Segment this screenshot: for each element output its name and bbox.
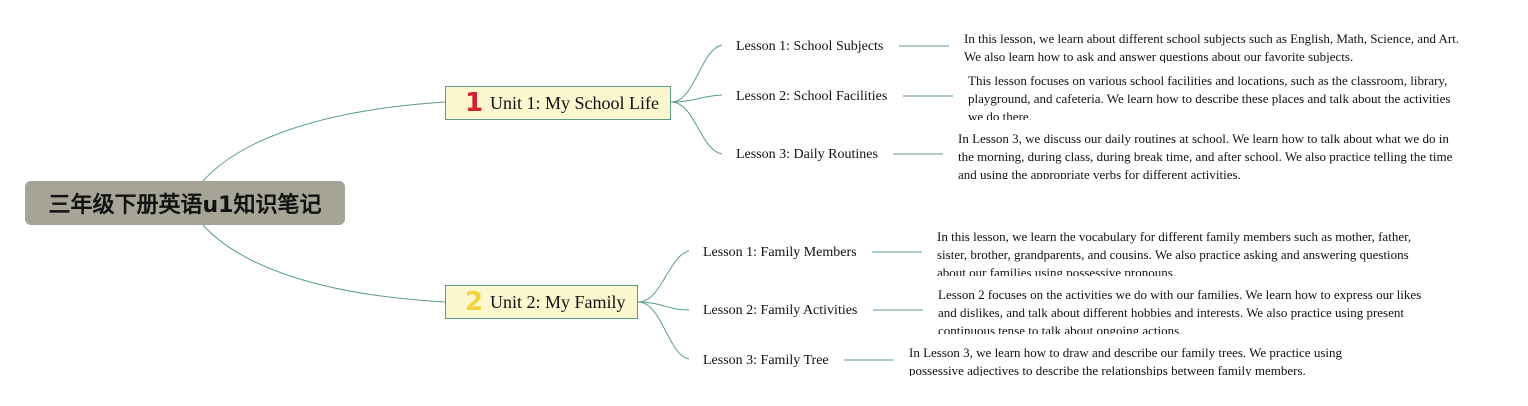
unit-1-lesson-3-description: In Lesson 3, we discuss our daily routin… xyxy=(958,131,1453,179)
unit-2-lesson-2-link xyxy=(637,301,690,311)
unit-2-lesson-2-description: Lesson 2 focuses on the activities we do… xyxy=(938,287,1422,334)
unit-1-lesson-3[interactable]: Lesson 3: Daily Routines xyxy=(736,147,878,162)
unit-1-lesson-2-description: This lesson focuses on various school fa… xyxy=(968,73,1451,120)
unit-2-lesson-1-link xyxy=(637,250,690,303)
unit-1-lesson-3-link xyxy=(670,101,723,155)
unit-2-title: Unit 2: My Family xyxy=(490,291,626,312)
root-to-unit-1-link xyxy=(202,101,446,182)
unit-1-lesson-2[interactable]: Lesson 2: School Facilities xyxy=(736,89,888,104)
unit-2-topic[interactable]: 2 Unit 2: My Family xyxy=(445,285,638,319)
root-title: 三年级下册英语u1知识笔记 xyxy=(48,193,322,218)
unit-2-number-marker: 2 xyxy=(464,287,484,317)
unit-2-lesson-1-description: In this lesson, we learn the vocabulary … xyxy=(937,229,1412,276)
root-topic[interactable]: 三年级下册英语u1知识笔记 xyxy=(25,181,345,225)
unit-1-number-marker: 1 xyxy=(464,88,484,118)
unit-2-lesson-1[interactable]: Lesson 1: Family Members xyxy=(703,245,857,260)
unit-2-lesson-3-description: In Lesson 3, we learn how to draw and de… xyxy=(909,345,1342,376)
unit-2-lesson-3-link xyxy=(637,301,690,360)
unit-1-lesson-1-link xyxy=(670,44,723,103)
unit-1-topic[interactable]: 1 Unit 1: My School Life xyxy=(445,86,671,120)
root-to-unit-2-link xyxy=(202,224,446,303)
unit-1-lesson-1[interactable]: Lesson 1: School Subjects xyxy=(736,39,884,54)
unit-2-lesson-3[interactable]: Lesson 3: Family Tree xyxy=(703,353,829,368)
unit-1-lesson-2-link xyxy=(670,94,723,103)
unit-2-lesson-2[interactable]: Lesson 2: Family Activities xyxy=(703,303,858,318)
unit-1-title: Unit 1: My School Life xyxy=(490,92,659,113)
unit-1-lesson-1-description: In this lesson, we learn about different… xyxy=(964,31,1460,63)
